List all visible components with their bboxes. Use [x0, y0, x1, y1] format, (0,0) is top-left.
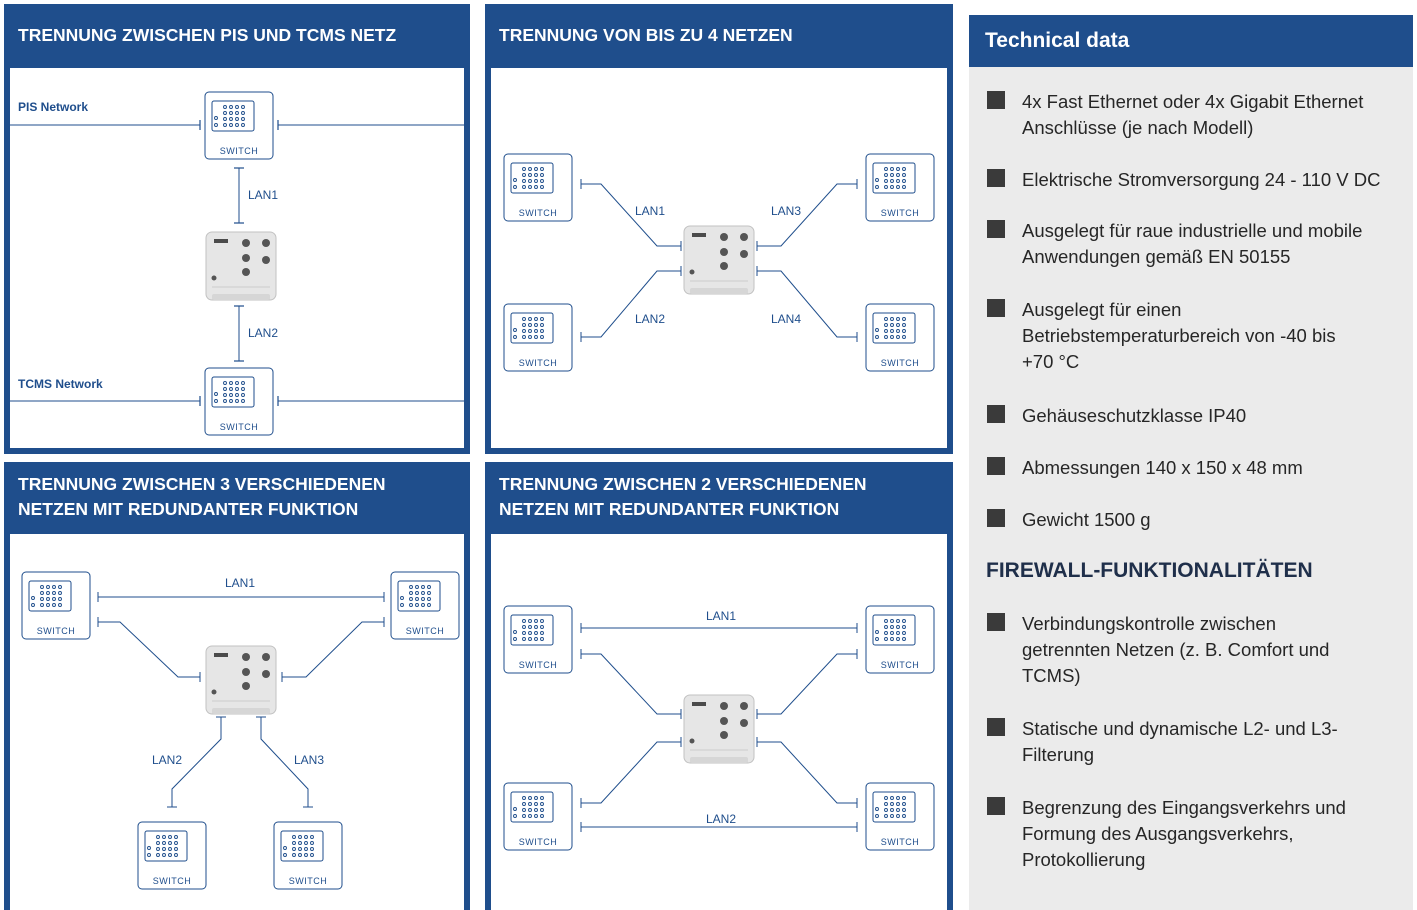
- switch-icon: SWITCH: [865, 605, 935, 674]
- lan2-label: LAN2: [635, 312, 665, 326]
- switch-label: SWITCH: [519, 358, 558, 368]
- firewall-section-title: FIREWALL-FUNKTIONALITÄTEN: [986, 559, 1313, 582]
- switch-icon: SWITCH: [503, 153, 573, 222]
- lan2-label: LAN2: [152, 753, 182, 767]
- diagram-panel-4-networks: TRENNUNG VON BIS ZU 4 NETZEN LAN1 LAN2 L…: [485, 4, 953, 454]
- bullet-square-icon: [987, 91, 1005, 109]
- switch-label: SWITCH: [519, 208, 558, 218]
- list-item: Gewicht 1500 g: [987, 507, 1402, 533]
- switch-icon: SWITCH: [273, 821, 343, 890]
- diagram-pis-tcms: PIS Network TCMS Network LAN1 LAN2: [10, 91, 464, 436]
- switch-label: SWITCH: [220, 422, 259, 432]
- switch-label: SWITCH: [881, 358, 920, 368]
- switch-icon: SWITCH: [390, 571, 460, 640]
- list-item: Verbindungskontrolle zwischen getrennten…: [987, 611, 1352, 689]
- bullet-square-icon: [987, 457, 1005, 475]
- panel-title: TRENNUNG ZWISCHEN 3 VERSCHIEDENEN NETZEN…: [18, 474, 386, 519]
- switch-label: SWITCH: [881, 660, 920, 670]
- lan2-label: LAN2: [248, 326, 278, 340]
- lan1-label: LAN1: [706, 609, 736, 623]
- switch-label: SWITCH: [153, 876, 192, 886]
- tcms-network-label: TCMS Network: [18, 377, 103, 391]
- list-item: Begrenzung des Eingangsverkehrs und Form…: [987, 795, 1352, 873]
- switch-label: SWITCH: [519, 660, 558, 670]
- list-item: Abmessungen 140 x 150 x 48 mm: [987, 455, 1402, 481]
- bullet-square-icon: [987, 797, 1005, 815]
- lan4-label: LAN4: [771, 312, 801, 326]
- switch-label: SWITCH: [220, 146, 259, 156]
- switch-label: SWITCH: [406, 626, 445, 636]
- list-item: Elektrische Stromversorgung 24 - 110 V D…: [987, 167, 1402, 193]
- diagram-2-networks-redundant: LAN1 LAN2 SWITCH: [503, 605, 935, 851]
- switch-label: SWITCH: [881, 837, 920, 847]
- switch-icon: SWITCH: [21, 571, 91, 640]
- switch-icon: SWITCH: [865, 153, 935, 222]
- lan1-label: LAN1: [248, 188, 278, 202]
- firewall-device-icon: [205, 231, 277, 301]
- firewall-device-icon: [205, 645, 277, 715]
- bullet-square-icon: [987, 299, 1005, 317]
- bullet-square-icon: [987, 169, 1005, 187]
- diagram-panel-3-networks-redundant: TRENNUNG ZWISCHEN 3 VERSCHIEDENEN NETZEN…: [4, 462, 470, 910]
- list-item: Ausgelegt für raue industrielle und mobi…: [987, 218, 1402, 270]
- switch-label: SWITCH: [519, 837, 558, 847]
- switch-label: SWITCH: [37, 626, 76, 636]
- lan3-label: LAN3: [771, 204, 801, 218]
- diagram-panel-2-networks-redundant: TRENNUNG ZWISCHEN 2 VERSCHIEDENEN NETZEN…: [485, 462, 953, 910]
- switch-icon: SWITCH: [503, 782, 573, 851]
- switch-icon: SWITCH: [204, 91, 274, 160]
- switch-icon: SWITCH: [865, 303, 935, 372]
- bullet-square-icon: [987, 613, 1005, 631]
- lan2-label: LAN2: [706, 812, 736, 826]
- switch-icon: SWITCH: [865, 782, 935, 851]
- diagram-4-networks: LAN1 LAN2 LAN3 LAN4 SWITCH: [503, 153, 935, 372]
- switch-icon: SWITCH: [204, 367, 274, 436]
- switch-label: SWITCH: [289, 876, 328, 886]
- firewall-device-icon: [683, 694, 755, 764]
- switch-icon: SWITCH: [503, 605, 573, 674]
- list-item: Statische und dynamische L2- und L3-Filt…: [987, 716, 1362, 768]
- bullet-square-icon: [987, 718, 1005, 736]
- panel-title: TRENNUNG VON BIS ZU 4 NETZEN: [499, 24, 793, 45]
- technical-data-title: Technical data: [969, 15, 1413, 67]
- list-item: 4x Fast Ethernet oder 4x Gigabit Etherne…: [987, 89, 1402, 141]
- panel-title: TRENNUNG ZWISCHEN PIS UND TCMS NETZ: [18, 24, 397, 45]
- technical-data-panel: Technical data 4x Fast Ethernet oder 4x …: [969, 15, 1413, 910]
- lan1-label: LAN1: [635, 204, 665, 218]
- diagram-panel-pis-tcms: TRENNUNG ZWISCHEN PIS UND TCMS NETZ PIS …: [4, 4, 470, 454]
- diagram-3-networks-redundant: LAN1 LAN2 LAN3 SWITCH: [21, 571, 460, 890]
- switch-icon: SWITCH: [503, 303, 573, 372]
- bullet-square-icon: [987, 220, 1005, 238]
- pis-network-label: PIS Network: [18, 100, 88, 114]
- list-item: Ausgelegt für einen Betriebstemperaturbe…: [987, 297, 1362, 375]
- bullet-square-icon: [987, 509, 1005, 527]
- firewall-device-icon: [683, 225, 755, 295]
- list-item: Gehäuseschutzklasse IP40: [987, 403, 1402, 429]
- lan1-label: LAN1: [225, 576, 255, 590]
- bullet-square-icon: [987, 405, 1005, 423]
- switch-label: SWITCH: [881, 208, 920, 218]
- panel-title: TRENNUNG ZWISCHEN 2 VERSCHIEDENEN NETZEN…: [499, 474, 867, 519]
- lan3-label: LAN3: [294, 753, 324, 767]
- switch-icon: SWITCH: [137, 821, 207, 890]
